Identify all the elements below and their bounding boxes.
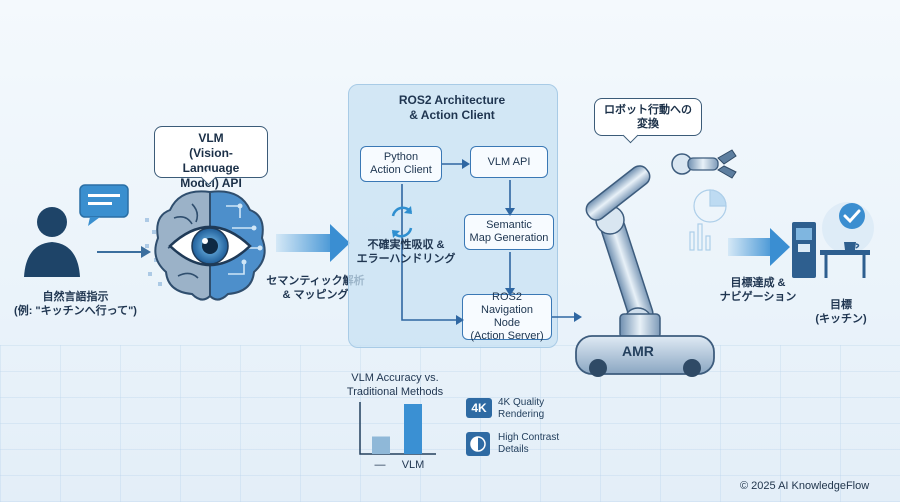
semantic-mapping-line2: & マッピング xyxy=(282,289,349,301)
legend-contrast-line2: Details xyxy=(498,444,529,455)
goal-navigation-label: 目標達成 & ナビゲーション xyxy=(716,276,800,304)
ros2-line2: Navigation Node xyxy=(481,304,533,329)
brain-eye-icon xyxy=(145,190,266,301)
robot-bubble-line2: 変換 xyxy=(637,118,659,130)
uncertainty-line2: エラーハンドリング xyxy=(356,253,456,265)
chart-axis xyxy=(359,402,436,455)
chart-title: VLM Accuracy vs. Traditional Methods xyxy=(340,371,450,399)
architecture-title: ROS2 Architecture & Action Client xyxy=(360,93,544,123)
chart-title-line2: Traditional Methods xyxy=(346,386,444,398)
semantic-line1: Semantic xyxy=(486,219,532,231)
copyright-text: © 2025 AI KnowledgeFlow xyxy=(740,480,870,492)
legend-quality: 4K Quality Rendering xyxy=(498,397,544,421)
python-client-line1: Python xyxy=(383,151,419,163)
input-label-line2: (例: "キッチンへ行って") xyxy=(14,305,137,317)
vlm-bubble: VLM (Vision-Language Model) API xyxy=(154,126,268,190)
legend-quality-line1: 4K Quality xyxy=(498,397,545,408)
ros2-line1: ROS2 xyxy=(492,291,522,303)
uncertainty-label: 不確実性吸収 & エラーハンドリング xyxy=(356,238,456,266)
robot-bubble-line1: ロボット行動への xyxy=(604,104,692,116)
vlm-bubble-line3: Model) API xyxy=(180,176,242,190)
python-action-client-node: Python Action Client xyxy=(360,146,442,182)
goal-label: 目標 (キッチン) xyxy=(806,298,876,326)
goal-line2: (キッチン) xyxy=(815,313,867,325)
chart-category-1: VLM xyxy=(401,459,425,471)
input-label-line1: 自然言語指示 xyxy=(42,291,109,303)
vlm-api-node: VLM API xyxy=(470,146,548,178)
legend-contrast-line1: High Contrast xyxy=(498,432,560,443)
amr-label: AMR xyxy=(622,343,654,359)
python-client-line2: Action Client xyxy=(370,164,432,176)
contrast-icon xyxy=(466,432,490,456)
vlm-bubble-line2: (Vision-Language xyxy=(182,146,240,175)
vlm-api-label: VLM API xyxy=(487,155,531,168)
architecture-title-line2: & Action Client xyxy=(409,108,495,122)
robot-arm-amr-icon xyxy=(575,149,737,377)
input-label: 自然言語指示 (例: "キッチンへ行って") xyxy=(8,290,143,318)
robot-action-bubble: ロボット行動への 変換 xyxy=(594,98,702,144)
semantic-map-node: Semantic Map Generation xyxy=(464,214,554,250)
legend-contrast: High Contrast Details xyxy=(498,432,559,456)
chart-title-line1: VLM Accuracy vs. xyxy=(351,372,439,384)
semantic-mapping-line1: セマンティック解析 xyxy=(266,275,365,287)
input-to-vlm-arrow xyxy=(97,246,151,258)
ros2-navigation-node: ROS2 Navigation Node (Action Server) xyxy=(462,291,552,342)
vlm-to-architecture-arrow xyxy=(276,224,350,262)
semantic-mapping-label: セマンティック解析 & マッピング xyxy=(258,274,373,302)
goal-navigation-line2: ナビゲーション xyxy=(719,291,797,303)
user-silhouette-icon xyxy=(24,207,80,277)
chat-bubble-icon xyxy=(79,184,129,226)
uncertainty-line1: 不確実性吸収 & xyxy=(367,239,445,251)
ros2-to-robot-arrow xyxy=(552,312,582,322)
architecture-title-line1: ROS2 Architecture xyxy=(398,93,506,107)
goal-line1: 目標 xyxy=(830,299,852,311)
semantic-line2: Map Generation xyxy=(469,232,549,244)
chart-category-0: — xyxy=(374,459,386,471)
robot-to-goal-arrow xyxy=(728,228,790,266)
kitchen-icon xyxy=(792,202,874,278)
ros2-line3: (Action Server) xyxy=(470,330,544,342)
architecture-connectors xyxy=(391,159,515,325)
vlm-bubble-line1: VLM xyxy=(198,131,224,145)
chart-bar-0 xyxy=(372,436,390,454)
sync-icon xyxy=(391,206,413,238)
legend-quality-line2: Rendering xyxy=(498,409,545,420)
goal-navigation-line1: 目標達成 & xyxy=(730,277,786,289)
perspective-grid-floor xyxy=(0,345,900,502)
chart-bar-1 xyxy=(404,404,422,454)
accuracy-bar-chart xyxy=(359,402,436,455)
badge-4k: 4K xyxy=(466,398,492,418)
